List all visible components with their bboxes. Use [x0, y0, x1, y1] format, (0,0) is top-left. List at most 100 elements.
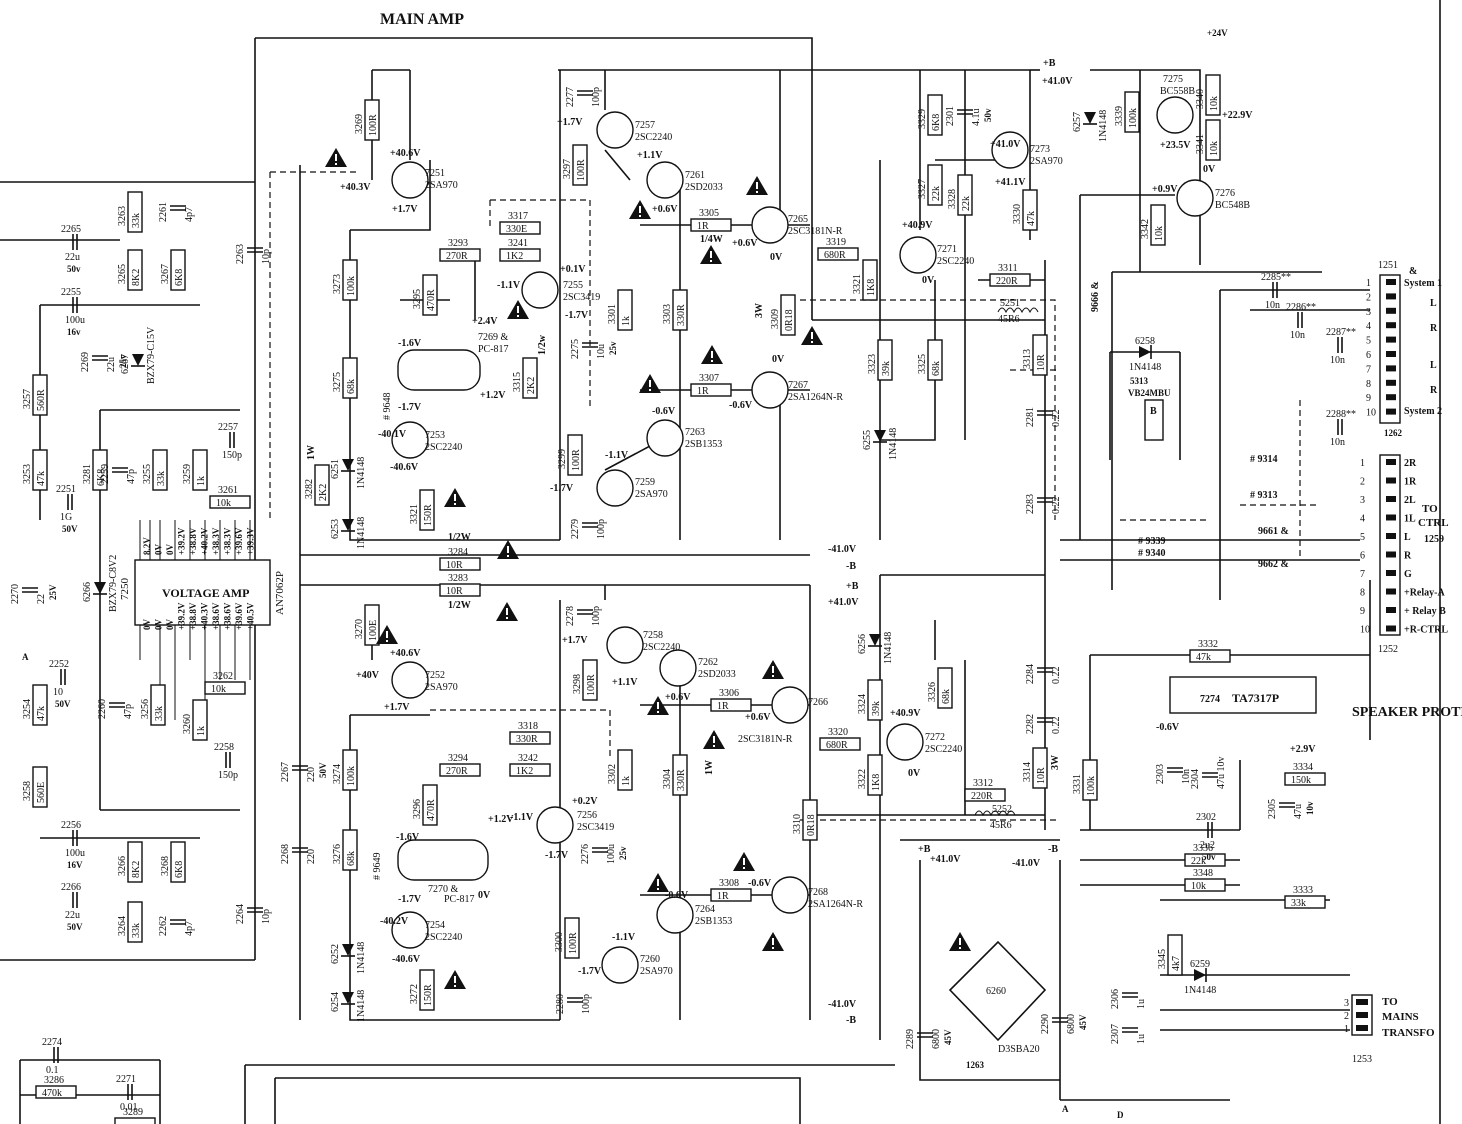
warning-triangle-12: [762, 660, 784, 679]
voltage-v7275-c: +22.9V: [1222, 110, 1253, 121]
capacitor-2289-rating: 45V: [943, 1029, 953, 1045]
transistor-7271: 7271 2SC2240: [899, 236, 974, 274]
voltage-v7255-e: -1.7V: [565, 310, 589, 321]
diode-6258-part: 1N4148: [1129, 362, 1161, 373]
resistor-3262-ref: 3262: [213, 671, 233, 682]
rail-plus-24: +24V: [1207, 28, 1228, 38]
connector-1252-label-7: G: [1404, 569, 1412, 580]
resistor-3269-ref: 3269: [354, 114, 365, 134]
resistor-3331-ref: 3331: [1072, 774, 1083, 794]
resistor-3293-value: 270R: [446, 251, 468, 262]
capacitor-2251-ref: 2251: [56, 484, 76, 495]
capacitor-2267-ref: 2267: [280, 762, 291, 782]
diode-6257-ref: 6257: [1072, 112, 1083, 132]
transistor-7260: 7260 2SA970: [601, 946, 673, 984]
capacitor-2270-value: 22: [36, 594, 47, 604]
capacitor-2251-rating: 50V: [62, 524, 78, 534]
optocoupler-7270: 7270 & PC-817 # 9649: [372, 839, 489, 905]
connector-1252-contact-10: [1386, 625, 1396, 632]
capacitor-2281-value: 0.22: [1051, 410, 1062, 428]
resistor-3258-value: 560E: [36, 782, 47, 803]
diode-6266-ref: 6266: [82, 582, 93, 602]
capacitor-2285-ref: 2285**: [1261, 272, 1291, 283]
capacitor-2262-value: 4p7: [184, 921, 195, 936]
voltage-v-opto1-b: -1.7V: [398, 402, 422, 413]
capacitor-2257-value: 150p: [222, 450, 242, 461]
resistor-3273-ref: 3273: [332, 274, 343, 294]
connector-1252-pin-2: 2: [1360, 477, 1365, 488]
resistor-3284-value: 10R: [446, 560, 463, 571]
resistor-3295-value: 470R: [426, 289, 437, 311]
to-mains-line-3: TRANSFO: [1382, 1027, 1435, 1039]
capacitor-2261-ref: 2261: [158, 202, 169, 222]
warning-triangle-0: [325, 148, 347, 167]
resistor-3284-ref: 3284: [448, 547, 468, 558]
resistor-3296-value: 470R: [426, 799, 437, 821]
capacitor-2266-ref: 2266: [61, 882, 81, 893]
connector-1252-label-6: R: [1404, 551, 1412, 562]
resistor-3307-ref: 3307: [699, 373, 719, 384]
resistor-3299-ref: 3299: [557, 449, 568, 469]
connector-1262-ref: 1262: [1384, 428, 1403, 438]
resistor-3304-value: 330R: [676, 769, 687, 791]
voltage-v7257-b: +1.7V: [557, 117, 583, 128]
capacitor-2267-value: 220: [306, 767, 317, 782]
rating-w6: 1W: [704, 760, 715, 775]
capacitor-2255-value: 100u: [65, 315, 85, 326]
capacitor-2256-value: 100u: [65, 848, 85, 859]
ic-pin-bottom-4: +38.8V: [188, 602, 198, 630]
resistor-3260-value: 1k: [196, 726, 207, 736]
capacitor-2280-ref: 2280: [555, 994, 566, 1014]
transistor-7257-part: 2SC2240: [635, 132, 672, 143]
diagram-title: MAIN AMP: [380, 11, 464, 28]
warning-triangle-18: [444, 970, 466, 989]
to-ctrl-line-2: CTRL: [1418, 517, 1449, 529]
voltage-v7272-b: +40.9V: [890, 708, 921, 719]
transistor-7261-ref: 7261: [685, 170, 705, 181]
resistor-3321b-value: 1K8: [866, 279, 877, 296]
connector-1252-label-8: +Relay-A: [1404, 588, 1445, 599]
warning-triangle-2: [629, 200, 651, 219]
connector-1252-contact-9: [1386, 607, 1396, 613]
resistor-3314-ref: 3314: [1022, 762, 1033, 782]
ic-pin-bottom-0: 0V: [142, 619, 152, 631]
resistor-3315-ref: 3315: [512, 372, 523, 392]
resistor-3320-value: 680R: [826, 740, 848, 751]
resistor-3300-value: 100R: [568, 932, 579, 954]
connector-1252-label-10: +R-CTRL: [1404, 625, 1448, 636]
capacitor-2287: 2287**10n: [1326, 327, 1356, 366]
voltage-v-opto1-d: +1.2V: [480, 390, 506, 401]
voltage-v7274-in: -0.6V: [1156, 722, 1180, 733]
connector-1253-pin-2: 2: [1344, 1011, 1349, 1022]
resistor-3339-value: 100k: [1128, 108, 1139, 128]
voltage-v7254-b: -40.2V: [380, 916, 409, 927]
resistor-3299-value: 100R: [571, 449, 582, 471]
resistor-3336-ref: 3336: [1193, 843, 1213, 854]
resistor-3298-value: 100R: [586, 674, 597, 696]
warning-triangle-6: [701, 345, 723, 364]
capacitor-2285: 2285**10n: [1261, 272, 1291, 311]
ic-voltage-amp-part: AN7062P: [274, 571, 286, 615]
capacitor-2267-rating: 50V: [318, 762, 328, 778]
resistor-3255-ref: 3255: [142, 464, 153, 484]
transistor-7265-ref: 7265: [788, 214, 808, 225]
capacitor-2286-ref: 2286**: [1286, 302, 1316, 313]
capacitor-2279-ref: 2279: [570, 519, 581, 539]
capacitor-2280-value: 100p: [581, 994, 592, 1014]
bridge-rectifier-6260: 6260 D3SBA20: [986, 986, 1040, 1055]
diode-6259-ref: 6259: [1190, 959, 1210, 970]
capacitor-2259-value: 47p: [126, 469, 137, 484]
diode-6253-ref: 6253: [330, 519, 341, 539]
connector-1251-l2: L: [1430, 360, 1437, 371]
